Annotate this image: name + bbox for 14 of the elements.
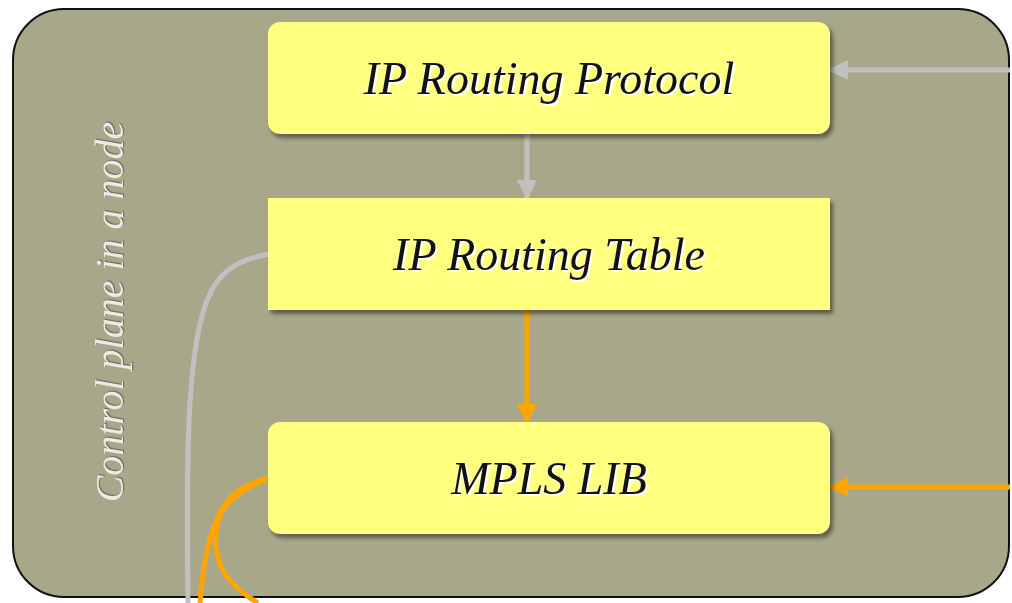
box-label: IP Routing Table [393,227,705,281]
arrow [828,60,1010,80]
panel-title: Control plane in a node [85,121,133,503]
box-label: MPLS LIB [451,451,647,505]
arrow [828,477,1010,497]
box-label: IP Routing Protocol [363,51,735,105]
connector-line [197,475,269,603]
connector-line [213,475,270,603]
process-box [268,22,830,134]
arrow [517,134,537,200]
arrow [517,310,537,424]
process-box [268,422,830,534]
connector-line [184,251,269,603]
process-box [268,198,830,310]
